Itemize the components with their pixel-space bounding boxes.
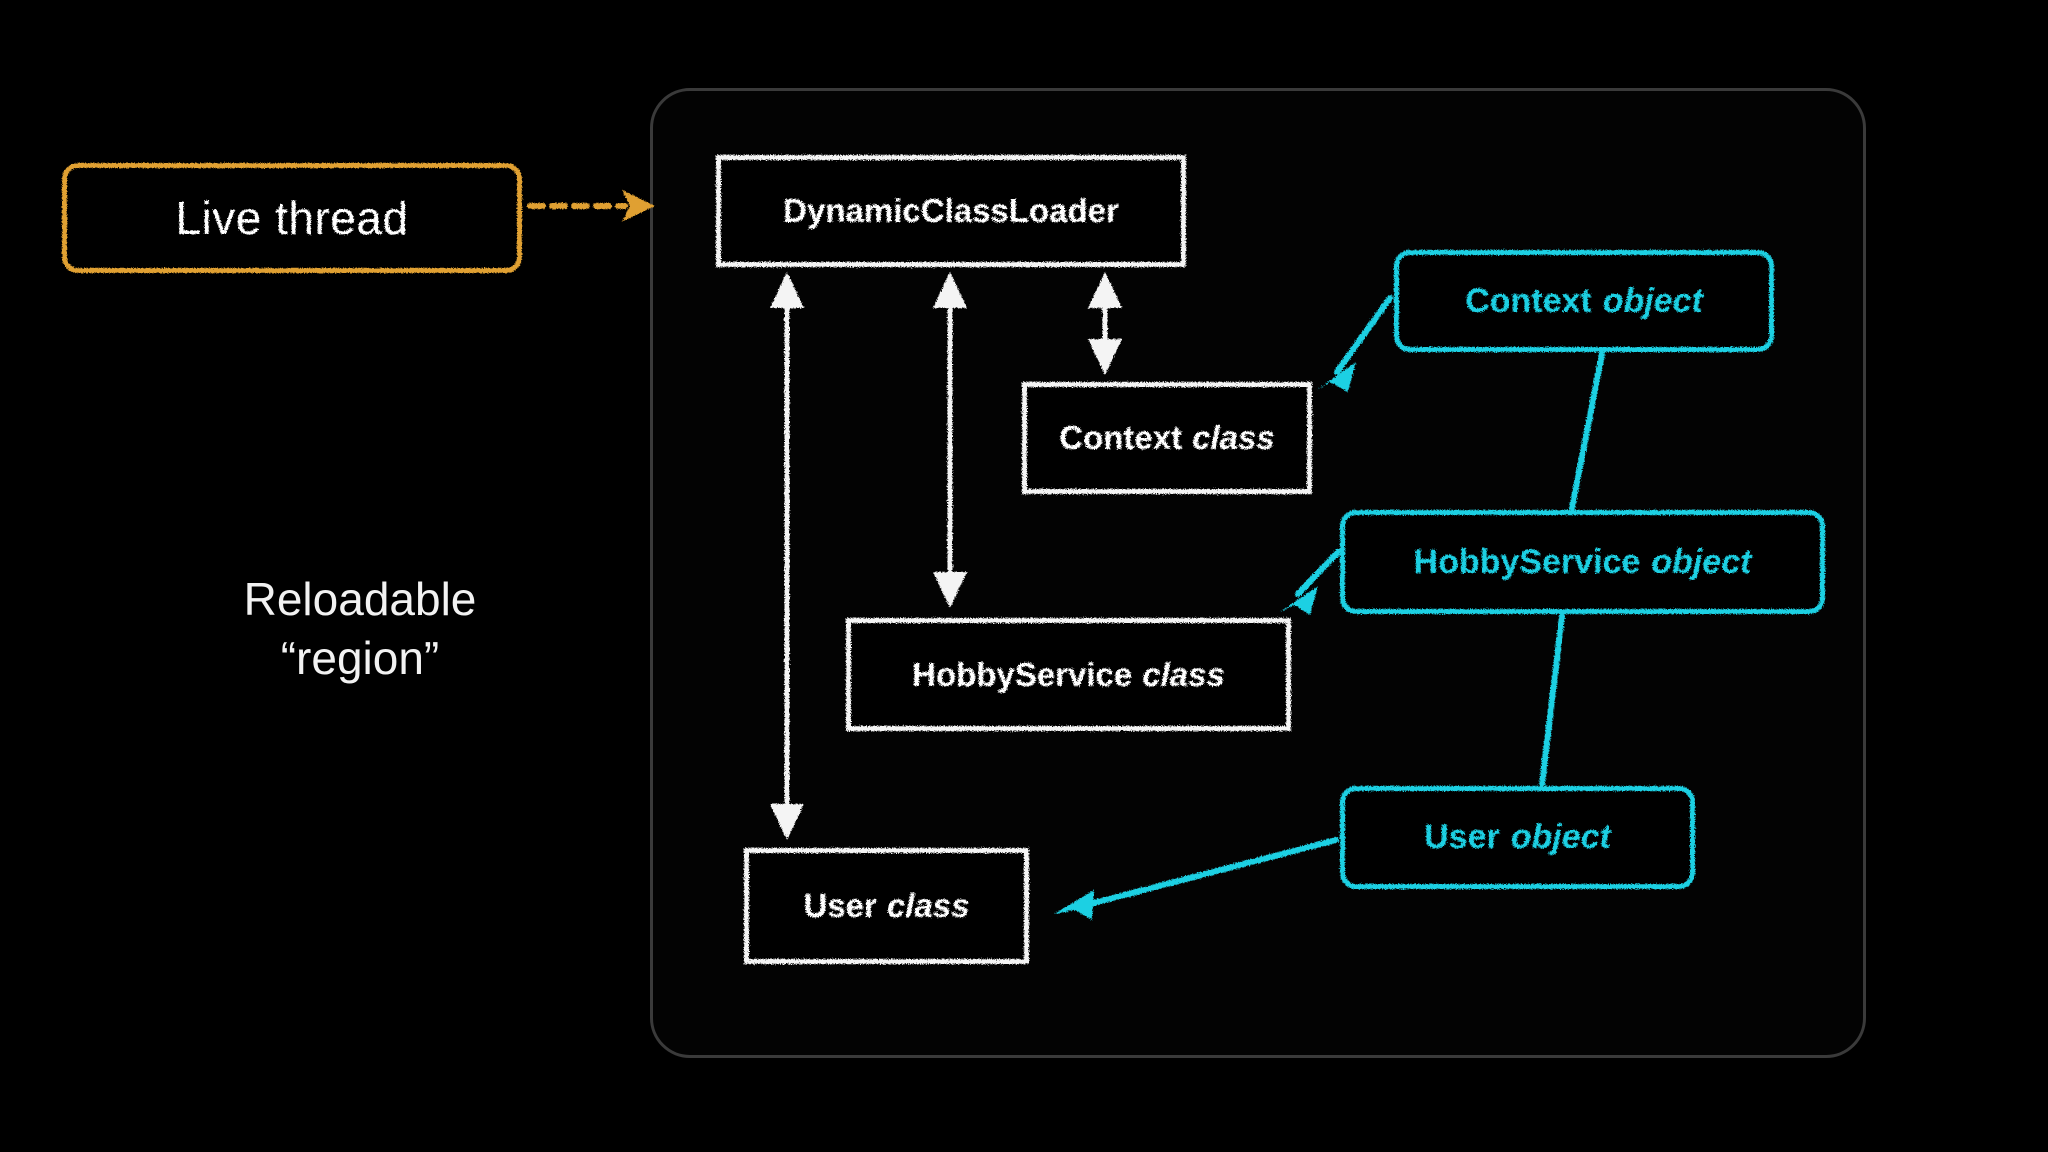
box-context-class: Context class: [1022, 382, 1312, 494]
live-thread-label: Live thread: [175, 192, 409, 244]
box-context-object-name: Context: [1465, 281, 1592, 320]
box-user-object-keyword: object: [1510, 818, 1611, 856]
caption-line-1: Reloadable: [243, 573, 477, 625]
box-context-class-name: Context: [1059, 419, 1183, 456]
box-context-class-keyword: class: [1192, 419, 1275, 456]
box-dynamic-class-loader-name: DynamicClassLoader: [783, 192, 1119, 229]
reloadable-region-caption: Reloadable “region”: [150, 570, 570, 688]
box-user-object: User object: [1340, 786, 1695, 889]
box-hobbyservice-object-keyword: object: [1651, 542, 1752, 581]
box-user-object-name: User: [1424, 818, 1500, 856]
box-context-object: Context object: [1394, 250, 1774, 352]
box-hobbyservice-object-name: HobbyService: [1413, 542, 1641, 581]
arrow-thread-to-loader: [527, 190, 655, 222]
box-hobbyservice-class-name: HobbyService: [912, 655, 1133, 693]
box-user-class-name: User: [803, 887, 877, 924]
box-hobbyservice-object: HobbyService object: [1340, 510, 1825, 614]
live-thread-box: Live thread: [62, 163, 522, 273]
box-hobbyservice-class-keyword: class: [1142, 655, 1225, 693]
box-context-object-keyword: object: [1602, 281, 1703, 320]
caption-line-2: “region”: [280, 631, 440, 684]
box-user-class: User class: [744, 848, 1029, 964]
box-user-class-keyword: class: [886, 887, 970, 924]
box-dynamic-class-loader: DynamicClassLoader: [716, 155, 1186, 267]
box-hobbyservice-class: HobbyService class: [846, 618, 1291, 731]
